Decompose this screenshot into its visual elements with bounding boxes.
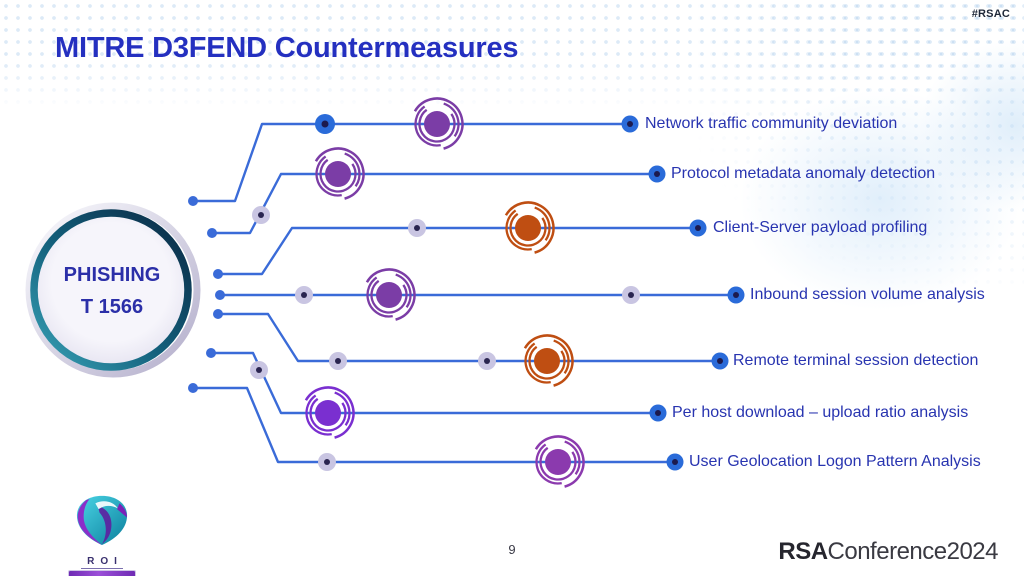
countermeasure-label: Inbound session volume analysis: [750, 286, 985, 303]
countermeasure-label: Protocol metadata anomaly detection: [671, 165, 936, 182]
technique-node: PHISHING T 1566: [31, 259, 193, 323]
page-title: MITRE D3FEND Countermeasures: [55, 32, 519, 64]
roi-logo-banner: [69, 571, 135, 576]
countermeasure-label: User Geolocation Logon Pattern Analysis: [689, 453, 981, 470]
endpoint-dot: [621, 115, 639, 133]
endpoint-dot: [689, 219, 707, 237]
endpoint-dot: [711, 352, 729, 370]
start-dot: [215, 290, 225, 300]
technique-id: T 1566: [80, 296, 144, 318]
connector-line: [216, 226, 692, 276]
countermeasure-label: Per host download – upload ratio analysi…: [672, 404, 969, 421]
start-dot: [213, 309, 223, 319]
endpoint-dot: [649, 404, 667, 422]
connector-line: [216, 312, 714, 363]
endpoint-dot: [666, 453, 684, 471]
countermeasure-label: Remote terminal session detection: [733, 352, 979, 369]
connector-line: [191, 122, 624, 203]
start-dot: [206, 348, 216, 358]
connector-lines: [191, 122, 730, 464]
start-dot: [188, 383, 198, 393]
rsa-conference: Conference: [827, 538, 948, 565]
roi-shield-icon: [76, 495, 128, 545]
roi-logo: ROI: [60, 494, 144, 576]
page-number: 9: [508, 542, 516, 557]
rsac-hashtag: #RSAC: [971, 8, 1010, 20]
start-dots: [188, 196, 225, 393]
phishing-hub-circle: [25, 202, 201, 378]
endpoint-dots: [621, 115, 745, 471]
connector-line: [191, 386, 669, 464]
start-dot: [207, 228, 217, 238]
start-dot: [213, 269, 223, 279]
line-nodes: [250, 114, 640, 471]
start-dot: [188, 196, 198, 206]
rsa-brand: RSA: [778, 538, 828, 565]
endpoint-dot: [648, 165, 666, 183]
countermeasure-label: Network traffic community deviation: [645, 115, 898, 132]
blue-node: [315, 114, 335, 134]
countermeasure-label: Client-Server payload profiling: [713, 219, 928, 236]
endpoint-dot: [727, 286, 745, 304]
rsa-conference-logo: RSAConference2024: [778, 538, 998, 566]
roi-logo-label: ROI: [81, 556, 123, 569]
lavender-node: [250, 206, 640, 471]
technique-name: PHISHING: [63, 264, 161, 286]
connector-line: [209, 351, 652, 415]
connector-line: [210, 172, 651, 235]
rsa-year: 2024: [946, 538, 999, 565]
